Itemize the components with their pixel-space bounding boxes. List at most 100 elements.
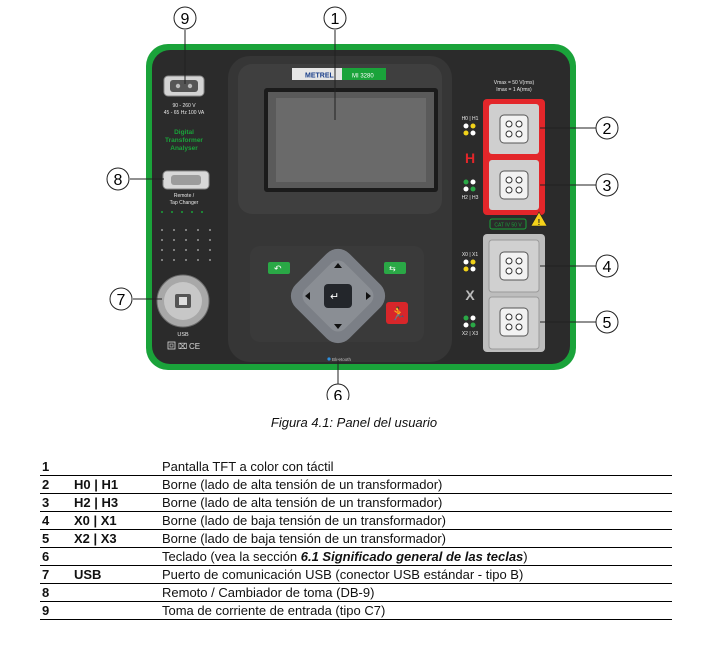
legend-table: 1 Pantalla TFT a color con táctil 2 H0 |… <box>40 458 672 620</box>
x0x1-color-dots <box>463 259 476 272</box>
ce-mark: CE <box>189 342 200 351</box>
options-button[interactable] <box>384 262 406 274</box>
legend-number: 5 <box>40 529 74 548</box>
run-icon: 🏃 <box>390 306 406 321</box>
callout-2: 2 <box>595 116 619 140</box>
cat-rating-badge <box>489 218 527 230</box>
model-label: MI 3280 <box>352 74 374 80</box>
right-arrow-icon[interactable] <box>366 292 371 300</box>
svg-text:9: 9 <box>181 11 190 28</box>
x2x3-label: X2 | X3 <box>462 331 479 337</box>
product-name-line2: Transformer <box>165 137 203 144</box>
back-icon: ↶ <box>274 264 282 274</box>
limits-line1: Vmax = 50 V(rms) <box>494 80 535 86</box>
tft-screen-inner <box>276 98 426 182</box>
svg-text:8: 8 <box>114 172 123 189</box>
back-button[interactable] <box>268 262 290 274</box>
legend-number: 4 <box>40 511 74 530</box>
legend-number: 2 <box>40 475 74 494</box>
bluetooth-icon <box>327 357 331 361</box>
class-ii-icon-inner <box>169 343 174 348</box>
svg-text:6: 6 <box>334 388 343 400</box>
legend-term: X0 | X1 <box>74 511 162 530</box>
legend-description: Borne (lado de baja tensión de un transf… <box>162 529 672 548</box>
legend-number: 7 <box>40 565 74 584</box>
table-row: 3 H2 | H3 Borne (lado de alta tensión de… <box>40 493 672 512</box>
remote-label-line1: Remote / <box>174 193 195 199</box>
legend-description: Borne (lado de baja tensión de un transf… <box>162 511 672 530</box>
legend-description-text: ) <box>523 549 528 564</box>
h0h1-socket <box>499 114 529 144</box>
table-row: 1 Pantalla TFT a color con táctil <box>40 458 672 476</box>
h2h3-label: H2 | H3 <box>462 195 479 201</box>
limits-line2: Imax = 1 A(rms) <box>496 87 532 93</box>
green-led-row <box>161 211 203 213</box>
h2h3-socket <box>499 170 529 200</box>
figure-caption: Figura 4.1: Panel del usuario <box>270 415 438 430</box>
callout-7: 7 <box>109 287 133 311</box>
left-arrow-icon[interactable] <box>305 292 310 300</box>
legend-term <box>74 601 162 620</box>
legend-number: 3 <box>40 493 74 512</box>
power-pin <box>175 83 181 89</box>
x0x1-pins <box>505 257 523 275</box>
x-side-letter: X <box>465 287 475 303</box>
leader-lines <box>130 30 596 384</box>
legend-term: X2 | X3 <box>74 529 162 548</box>
legend-description: Toma de corriente de entrada (tipo C7) <box>162 601 672 620</box>
power-pin <box>187 83 193 89</box>
remote-label-line2: Tap Changer <box>170 200 199 206</box>
legend-description: Pantalla TFT a color con táctil <box>162 458 672 476</box>
brand-logo: METREL <box>305 73 335 80</box>
legend-description: Borne (lado de alta tensión de un transf… <box>162 475 672 494</box>
options-icon: ⇆ <box>389 264 396 273</box>
power-socket-inner <box>170 80 198 92</box>
legend-term <box>74 458 162 476</box>
h-side-letter: H <box>465 150 475 166</box>
callout-3: 3 <box>595 173 619 197</box>
table-row: 6 Teclado (vea la sección 6.1 Significad… <box>40 547 672 566</box>
legend-term <box>74 547 162 566</box>
callout-6: 6 <box>326 383 350 400</box>
bluetooth-label: Bluetooth <box>332 357 352 362</box>
db9-inner <box>171 175 201 185</box>
usb-label: USB <box>177 332 189 338</box>
up-arrow-icon[interactable] <box>334 263 342 268</box>
legend-description: Borne (lado de alta tensión de un transf… <box>162 493 672 512</box>
legend-number: 8 <box>40 583 74 602</box>
legend-term <box>74 583 162 602</box>
section-reference-link[interactable]: 6.1 Significado general de las teclas <box>300 549 524 564</box>
h0h1-label: H0 | H1 <box>462 116 479 122</box>
speaker-grille <box>161 229 211 261</box>
callout-4: 4 <box>595 254 619 278</box>
warning-icon-mark: ! <box>538 218 541 227</box>
legend-description: Puerto de comunicación USB (conector USB… <box>162 565 672 584</box>
svg-text:2: 2 <box>603 121 612 138</box>
x2x3-socket <box>499 307 529 337</box>
h2h3-color-dots <box>463 179 476 192</box>
table-row: 9 Toma de corriente de entrada (tipo C7) <box>40 601 672 620</box>
weee-icon: ⌧ <box>178 342 187 351</box>
table-row: 8 Remoto / Cambiador de toma (DB-9) <box>40 583 672 602</box>
legend-term: H2 | H3 <box>74 493 162 512</box>
product-name-line3: Analyser <box>170 145 198 152</box>
model-bar <box>342 68 386 80</box>
x0x1-socket <box>499 251 529 281</box>
legend-term: H0 | H1 <box>74 475 162 494</box>
callout-5: 5 <box>595 310 619 334</box>
user-panel-figure: METREL MI 3280 ↶ ⇆ ↵ 🏃 Bluetooth 90 - 26… <box>106 6 619 400</box>
svg-text:1: 1 <box>331 11 340 28</box>
callout-1: 1 <box>323 6 347 30</box>
legend-number: 9 <box>40 601 74 620</box>
svg-text:5: 5 <box>603 315 612 332</box>
enter-button[interactable] <box>324 284 352 308</box>
run-button[interactable] <box>386 302 408 324</box>
table-row: 7 USB Puerto de comunicación USB (conect… <box>40 565 672 584</box>
down-arrow-icon[interactable] <box>334 324 342 329</box>
legend-description: Teclado (vea la sección 6.1 Significado … <box>162 547 672 566</box>
svg-text:7: 7 <box>117 292 126 309</box>
table-row: 4 X0 | X1 Borne (lado de baja tensión de… <box>40 511 672 530</box>
h0h1-pins <box>505 120 523 138</box>
x2x3-color-dots <box>463 315 476 328</box>
warning-icon <box>530 211 548 227</box>
